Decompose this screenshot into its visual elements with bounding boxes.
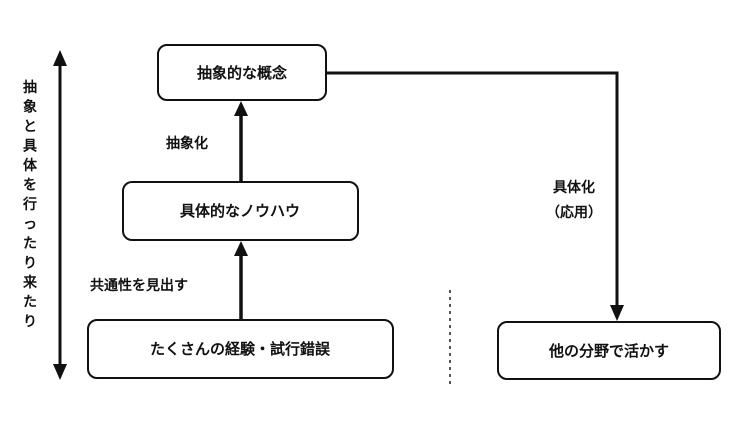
box-other-field-label: 他の分野で活かす xyxy=(548,342,669,360)
side-label-char: 象 xyxy=(23,99,37,116)
side-label-char: 体 xyxy=(23,157,38,174)
side-label-char: と xyxy=(23,119,37,135)
side-label-char: 抽 xyxy=(23,79,37,96)
box-experience-label: たくさんの経験・試行錯誤 xyxy=(150,340,331,358)
side-label-char: た xyxy=(23,295,37,311)
box-experience: たくさんの経験・試行錯誤 xyxy=(87,319,394,379)
box-other-field: 他の分野で活かす xyxy=(497,321,721,380)
side-label-char: た xyxy=(23,236,37,252)
side-label-char: を xyxy=(23,178,37,194)
side-label-char: 来 xyxy=(22,275,38,291)
side-double-arrow xyxy=(53,50,67,380)
label-application: （応用） xyxy=(546,204,602,221)
label-find-commonality: 共通性を見出す xyxy=(90,277,188,294)
side-label-char: り xyxy=(23,314,37,330)
arrow-knowhow-to-concept xyxy=(234,101,248,182)
box-abstract-concept: 抽象的な概念 xyxy=(157,44,327,101)
box-concrete-knowhow: 具体的なノウハウ xyxy=(122,181,359,241)
arrow-experience-to-knowhow xyxy=(234,241,248,320)
side-label-char: 行 xyxy=(22,196,37,213)
box-abstract-concept-label: 抽象的な概念 xyxy=(197,64,287,82)
label-concretization: 具体化 xyxy=(552,179,595,196)
label-abstraction: 抽象化 xyxy=(166,135,208,152)
arrow-concept-to-other-field xyxy=(326,71,624,321)
box-concrete-knowhow-label: 具体的なノウハウ xyxy=(180,202,300,220)
side-label-char: っ xyxy=(23,217,37,233)
side-label-char: 具 xyxy=(22,139,37,155)
side-label-char: り xyxy=(23,256,37,272)
